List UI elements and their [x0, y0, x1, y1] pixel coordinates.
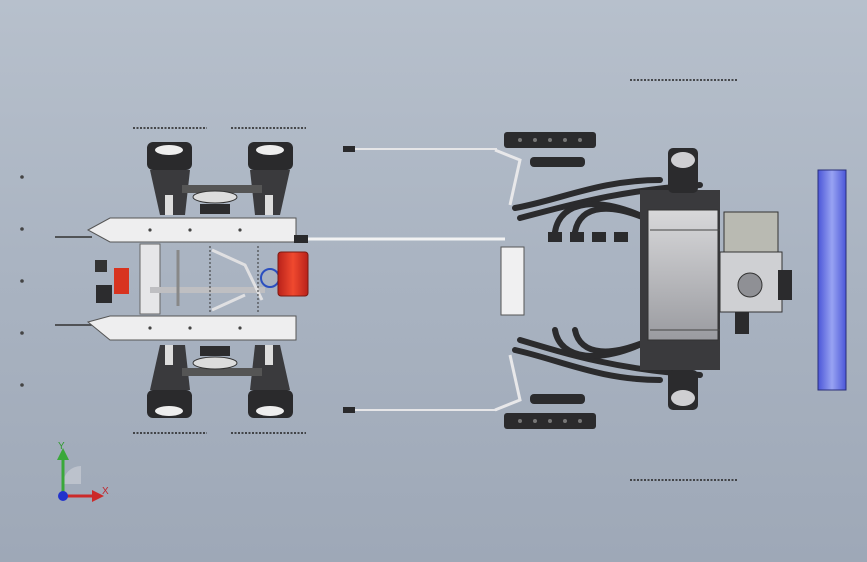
front-suspension-bottom[interactable] — [147, 345, 293, 418]
blue-rear-bar[interactable] — [817, 169, 847, 391]
gearbox[interactable] — [719, 211, 792, 334]
engine-block[interactable] — [640, 148, 720, 410]
chassis-side-rails[interactable] — [86, 217, 297, 341]
red-reservoir[interactable] — [277, 251, 309, 297]
sketch-lines — [133, 127, 306, 434]
x-axis-label: X — [102, 486, 109, 497]
triad-graphic — [57, 448, 104, 502]
sketch-lines-rear — [630, 79, 737, 481]
y-axis-label: Y — [58, 441, 65, 452]
rear-arm-brackets[interactable] — [494, 132, 596, 429]
coordinate-triad-icon: Y X — [40, 440, 120, 510]
reference-points — [20, 175, 24, 387]
intake-ports — [548, 232, 628, 242]
rear-center-bracket[interactable] — [500, 246, 525, 316]
rear-engine-assembly[interactable] — [343, 79, 792, 481]
front-center-structure[interactable] — [95, 243, 280, 315]
front-chassis-assembly[interactable] — [55, 127, 309, 434]
front-suspension-top[interactable] — [147, 142, 293, 215]
